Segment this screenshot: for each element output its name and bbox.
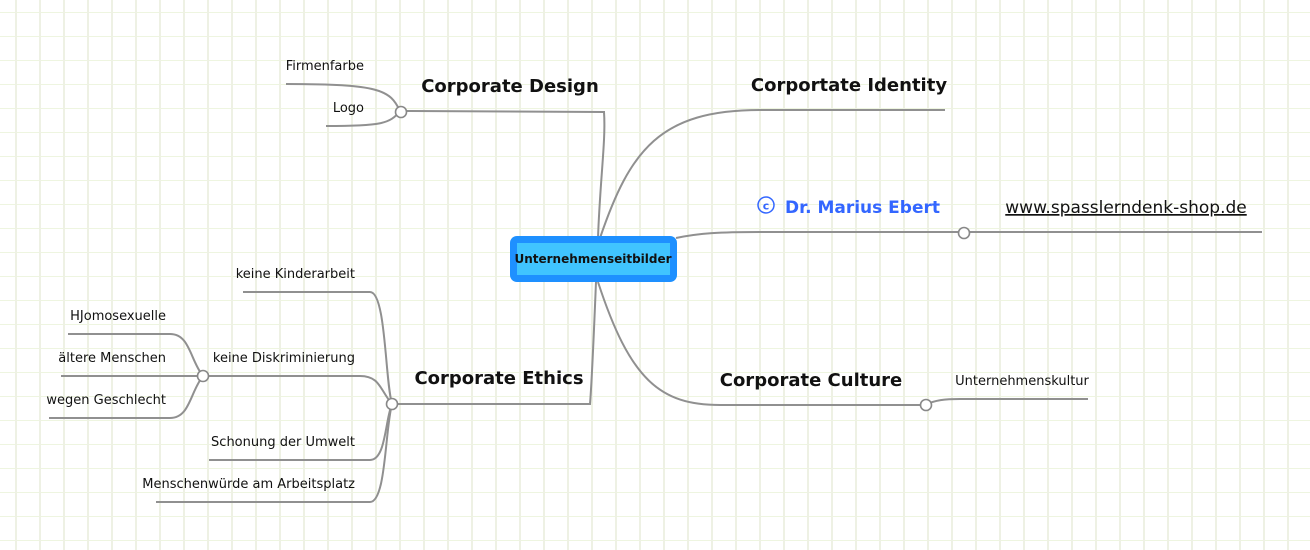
collapse-knob-design[interactable] [394,105,408,119]
topic-corporate-identity[interactable]: Corportate Identity [751,75,947,96]
collapse-knob-culture[interactable] [919,398,933,412]
subtopic-logo[interactable]: Logo [333,101,364,116]
svg-text:c: c [763,200,770,213]
subtopic-keine-kinderarbeit[interactable]: keine Kinderarbeit [236,267,355,282]
topic-corporate-design[interactable]: Corporate Design [421,76,599,97]
topic-corporate-ethics[interactable]: Corporate Ethics [414,368,583,389]
subtopic-menschenwuerde[interactable]: Menschenwürde am Arbeitsplatz [142,477,355,492]
collapse-knob-author[interactable] [957,226,971,240]
collapse-knob-diskriminierung[interactable] [196,369,210,383]
topic-corporate-culture[interactable]: Corporate Culture [720,370,903,391]
connectors [49,83,1262,503]
subtopic-homosexuelle[interactable]: HJomosexuelle [70,309,166,324]
subtopic-unternehmenskultur[interactable]: Unternehmenskultur [955,374,1089,389]
subtopic-firmenfarbe[interactable]: Firmenfarbe [286,59,364,74]
shop-link[interactable]: www.spasslerndenk-shop.de [1005,198,1246,218]
topic-author[interactable]: Dr. Marius Ebert [785,198,940,218]
copyright-icon: c [757,196,775,214]
subtopic-geschlecht[interactable]: wegen Geschlecht [46,393,166,408]
collapse-knob-ethics[interactable] [385,397,399,411]
center-node[interactable]: Unternehmenseitbilder [510,236,677,282]
subtopic-keine-diskriminierung[interactable]: keine Diskriminierung [213,351,355,366]
center-label: Unternehmenseitbilder [514,252,671,266]
subtopic-aeltere-menschen[interactable]: ältere Menschen [58,351,166,366]
subtopic-schonung-umwelt[interactable]: Schonung der Umwelt [211,435,355,450]
